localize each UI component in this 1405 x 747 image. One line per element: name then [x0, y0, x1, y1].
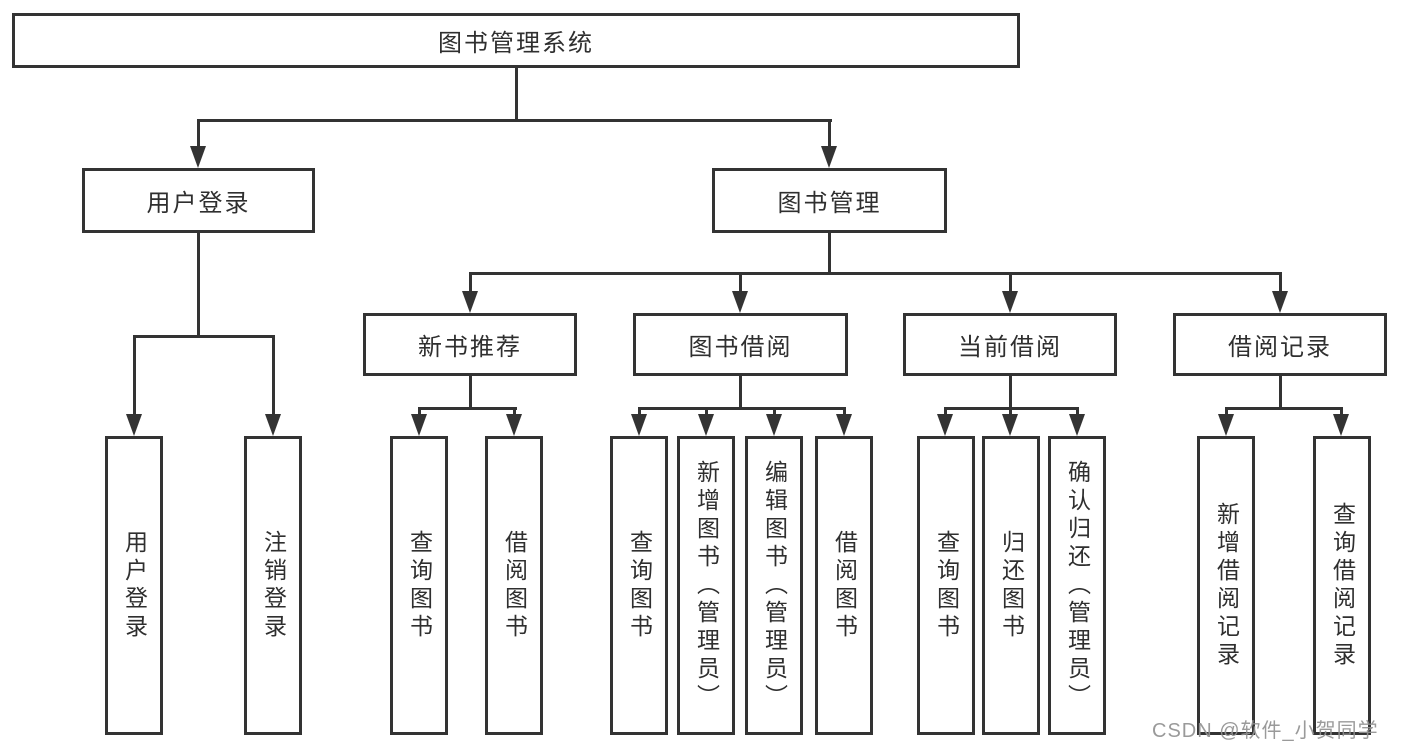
leaf-query-book-borrow: 查询图书: [610, 436, 668, 735]
arrowhead-leaf: [937, 414, 953, 436]
arrowhead-leaf: [631, 414, 647, 436]
connector-drop: [1009, 407, 1012, 416]
connector-new-book-stem: [469, 376, 472, 407]
arrowhead-leaf: [698, 414, 714, 436]
connector-drop: [1340, 407, 1343, 416]
leaf-add-book-admin-label: 新增图书（管理员）: [693, 459, 720, 712]
leaf-query-borrow-record: 查询借阅记录: [1313, 436, 1371, 735]
node-user-login-label: 用户登录: [146, 190, 251, 217]
connector-drop-user-login: [197, 119, 200, 150]
node-root-label: 图书管理系统: [438, 30, 594, 57]
leaf-confirm-return-admin-label: 确认归还（管理员）: [1064, 459, 1091, 712]
arrowhead-leaf: [506, 414, 522, 436]
arrowhead-leaf-logout: [265, 414, 281, 436]
leaf-query-borrow-record-label: 查询借阅记录: [1329, 501, 1356, 670]
arrowhead-book-borrow: [732, 291, 748, 313]
arrowhead-current-borrow: [1002, 291, 1018, 313]
leaf-return-book: 归还图书: [982, 436, 1040, 735]
connector-level2-bar: [197, 119, 832, 122]
node-current-borrow: 当前借阅: [903, 313, 1117, 376]
leaf-borrow-book-recommend-label: 借阅图书: [501, 529, 528, 642]
node-new-book-recommend: 新书推荐: [363, 313, 577, 376]
connector-borrow-record-stem: [1279, 376, 1282, 407]
connector-drop: [1076, 407, 1079, 416]
connector-drop-leaf-logout: [272, 335, 275, 415]
arrowhead-new-book: [462, 291, 478, 313]
connector-drop-new-book: [469, 272, 472, 294]
arrowhead-leaf: [766, 414, 782, 436]
node-new-book-recommend-label: 新书推荐: [418, 334, 522, 361]
arrowhead-user-login: [190, 146, 206, 168]
node-user-login: 用户登录: [82, 168, 315, 233]
leaf-logout-label: 注销登录: [260, 529, 287, 642]
leaf-edit-book-admin: 编辑图书（管理员）: [745, 436, 803, 735]
connector-drop-book-borrow: [739, 272, 742, 294]
connector-level3-bar: [469, 272, 1282, 275]
arrowhead-leaf: [1333, 414, 1349, 436]
leaf-query-book-borrow-label: 查询图书: [626, 529, 653, 642]
connector-book-borrow-stem: [739, 376, 742, 407]
connector-drop-borrow-record: [1279, 272, 1282, 294]
arrowhead-book-management: [821, 146, 837, 168]
leaf-return-book-label: 归还图书: [998, 529, 1025, 642]
connector-drop: [843, 407, 846, 416]
node-book-management: 图书管理: [712, 168, 947, 233]
connector-drop: [513, 407, 516, 416]
connector-book-management-stem: [828, 233, 831, 274]
leaf-borrow-book-recommend: 借阅图书: [485, 436, 543, 735]
leaf-user-login-label: 用户登录: [121, 529, 148, 642]
connector-user-login-bar: [133, 335, 275, 338]
arrowhead-leaf: [1002, 414, 1018, 436]
connector-new-book-bar: [418, 407, 517, 410]
arrowhead-leaf: [836, 414, 852, 436]
connector-borrow-record-bar: [1225, 407, 1343, 410]
leaf-add-borrow-record: 新增借阅记录: [1197, 436, 1255, 735]
connector-user-login-stem: [197, 233, 200, 335]
node-borrow-record-label: 借阅记录: [1228, 334, 1332, 361]
connector-drop-book-management: [828, 119, 831, 150]
leaf-query-book-recommend-label: 查询图书: [406, 529, 433, 642]
node-book-borrow: 图书借阅: [633, 313, 848, 376]
connector-drop-leaf-login: [133, 335, 136, 415]
node-borrow-record: 借阅记录: [1173, 313, 1387, 376]
leaf-add-borrow-record-label: 新增借阅记录: [1213, 501, 1240, 670]
connector-drop-current-borrow: [1009, 272, 1012, 294]
arrowhead-borrow-record: [1272, 291, 1288, 313]
connector-root-stem: [515, 68, 518, 119]
arrowhead-leaf: [1218, 414, 1234, 436]
connector-book-borrow-bar: [638, 407, 846, 410]
arrowhead-leaf: [1069, 414, 1085, 436]
leaf-edit-book-admin-label: 编辑图书（管理员）: [761, 459, 788, 712]
connector-current-borrow-stem: [1009, 376, 1012, 407]
leaf-borrow-book-label: 借阅图书: [831, 529, 858, 642]
connector-drop: [944, 407, 947, 416]
leaf-query-book-current-label: 查询图书: [933, 529, 960, 642]
csdn-watermark: CSDN @软件_小贺同学: [1152, 720, 1379, 742]
node-current-borrow-label: 当前借阅: [958, 334, 1062, 361]
leaf-user-login: 用户登录: [105, 436, 163, 735]
node-root: 图书管理系统: [12, 13, 1020, 68]
leaf-query-book-recommend: 查询图书: [390, 436, 448, 735]
connector-drop: [1225, 407, 1228, 416]
node-book-borrow-label: 图书借阅: [688, 334, 793, 361]
leaf-logout: 注销登录: [244, 436, 302, 735]
node-book-management-label: 图书管理: [777, 190, 882, 217]
connector-drop: [705, 407, 708, 416]
leaf-add-book-admin: 新增图书（管理员）: [677, 436, 735, 735]
arrowhead-leaf: [411, 414, 427, 436]
leaf-query-book-current: 查询图书: [917, 436, 975, 735]
connector-drop: [638, 407, 641, 416]
connector-drop: [773, 407, 776, 416]
arrowhead-leaf-login: [126, 414, 142, 436]
leaf-confirm-return-admin: 确认归还（管理员）: [1048, 436, 1106, 735]
leaf-borrow-book: 借阅图书: [815, 436, 873, 735]
connector-drop: [418, 407, 421, 416]
